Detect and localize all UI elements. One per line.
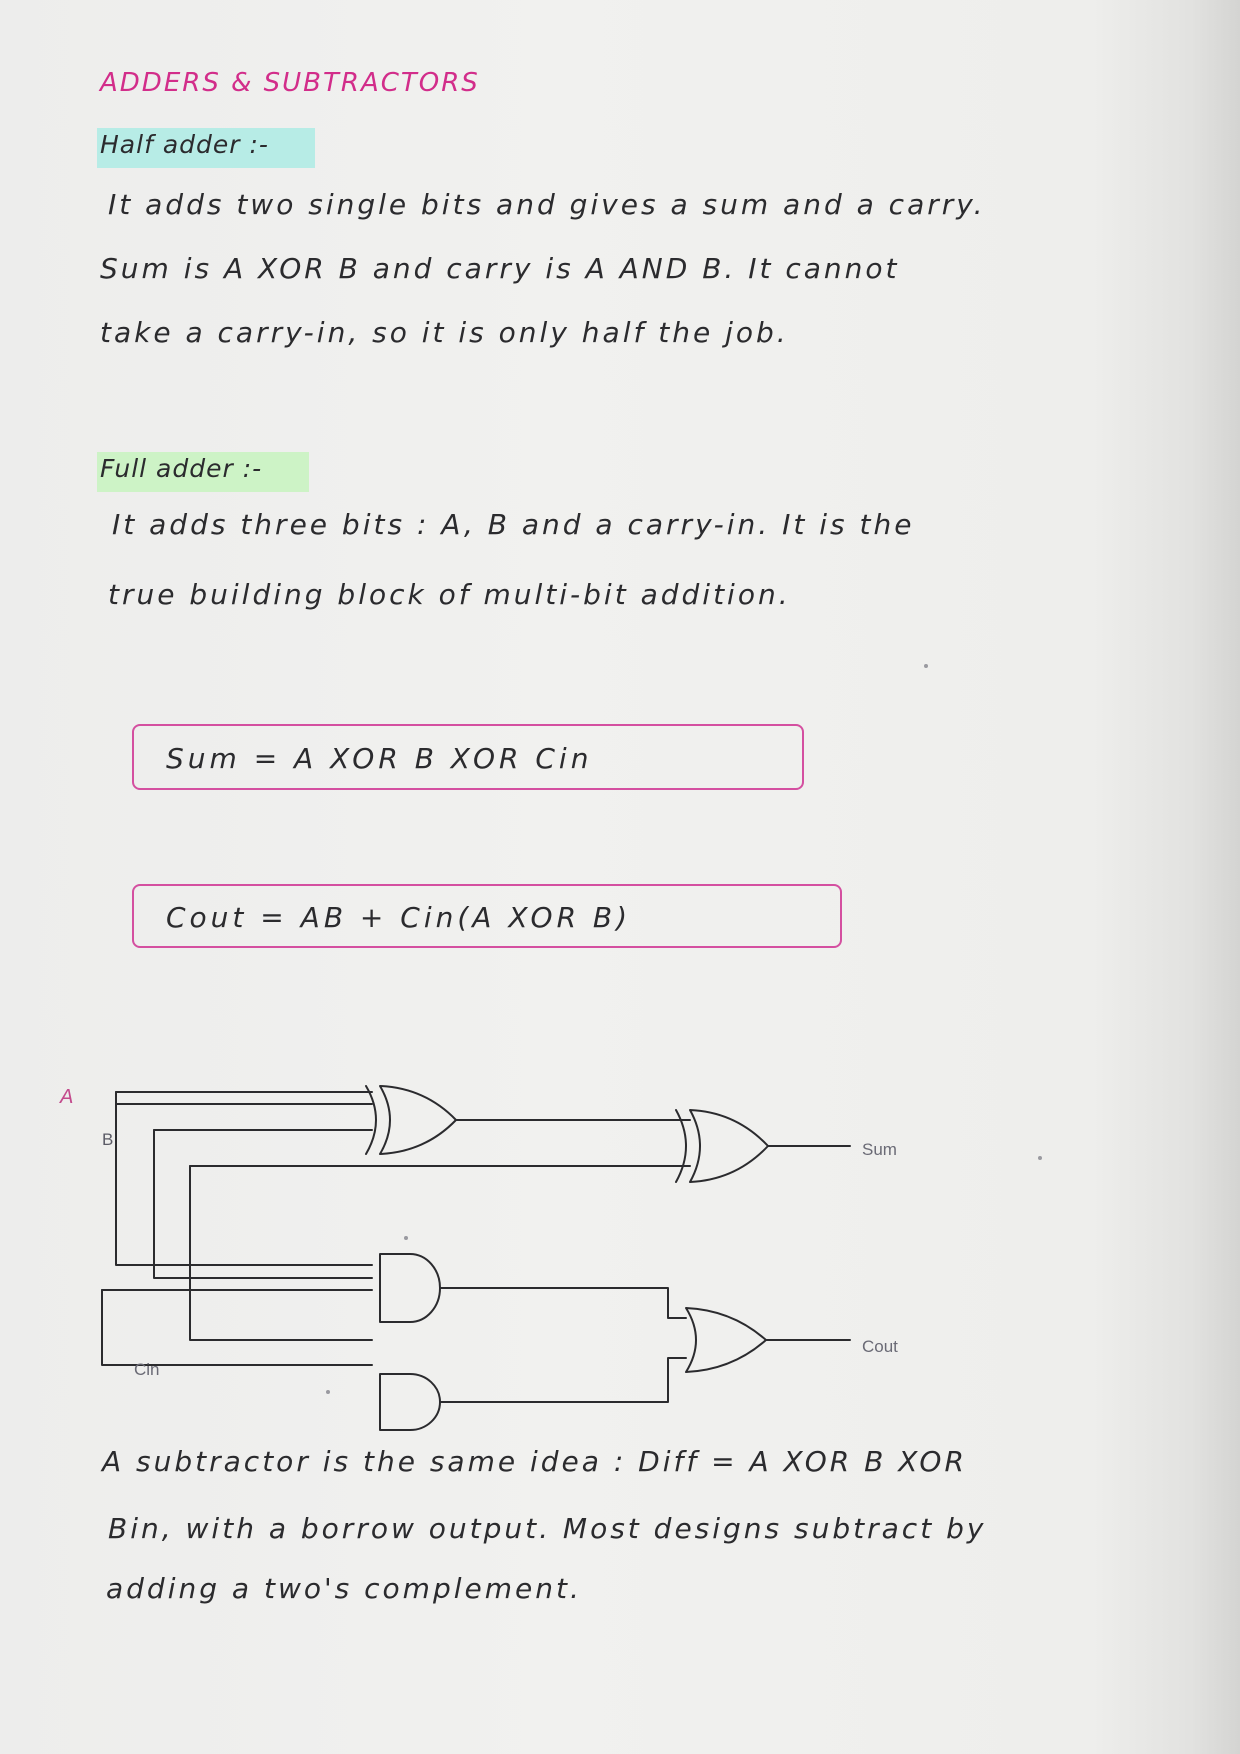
xor-gate-2 [689, 1109, 769, 1183]
ink-speck [326, 1390, 330, 1394]
and-gate-2 [379, 1373, 441, 1431]
input-a-label: A [60, 1086, 74, 1108]
subtractor-line-1: A subtractor is the same idea : Diff = A… [102, 1445, 967, 1478]
ink-speck [924, 664, 928, 668]
wire-a-vertical [115, 1091, 373, 1266]
cout-equation-box [132, 884, 842, 948]
half-adder-line-2: Sum is A XOR B and carry is A AND B. It … [100, 252, 900, 285]
full-adder-line-2: true building block of multi-bit additio… [108, 578, 791, 611]
wire-cin-vertical [189, 1165, 373, 1341]
full-adder-title: Full adder :- [100, 454, 263, 483]
output-cout-label: Cout [862, 1337, 898, 1356]
sum-equation: Sum = A XOR B XOR Cin [166, 742, 593, 775]
page-heading: ADDERS & SUBTRACTORS [100, 68, 480, 98]
ink-speck [404, 1236, 408, 1240]
full-adder-highlight [97, 452, 309, 492]
wire-cin-left [101, 1289, 373, 1366]
subtractor-line-3: adding a two's complement. [106, 1572, 582, 1605]
half-adder-title: Half adder :- [100, 130, 269, 159]
xor-gate-1-back [365, 1085, 377, 1155]
half-adder-highlight [97, 128, 315, 168]
half-adder-line-1: It adds two single bits and gives a sum … [108, 188, 986, 221]
input-cin-label: Cin [134, 1360, 160, 1379]
full-adder-line-1: It adds three bits : A, B and a carry-in… [112, 508, 915, 541]
wire-and1-out [439, 1287, 687, 1319]
ink-speck [1038, 1156, 1042, 1160]
cout-equation: Cout = AB + Cin(A XOR B) [166, 901, 632, 934]
sum-equation-box [132, 724, 804, 790]
wire-b-vertical [153, 1129, 373, 1279]
xor-gate-2-back [675, 1109, 687, 1183]
and-gate-1 [379, 1253, 441, 1323]
half-adder-line-3: take a carry-in, so it is only half the … [100, 316, 789, 349]
output-sum-label: Sum [862, 1140, 897, 1159]
input-b-label: B [102, 1130, 114, 1149]
xor-gate-1 [379, 1085, 457, 1155]
subtractor-line-2: Bin, with a borrow output. Most designs … [108, 1512, 987, 1545]
wire-and2-out [439, 1357, 687, 1403]
or-gate-cout [685, 1307, 767, 1373]
